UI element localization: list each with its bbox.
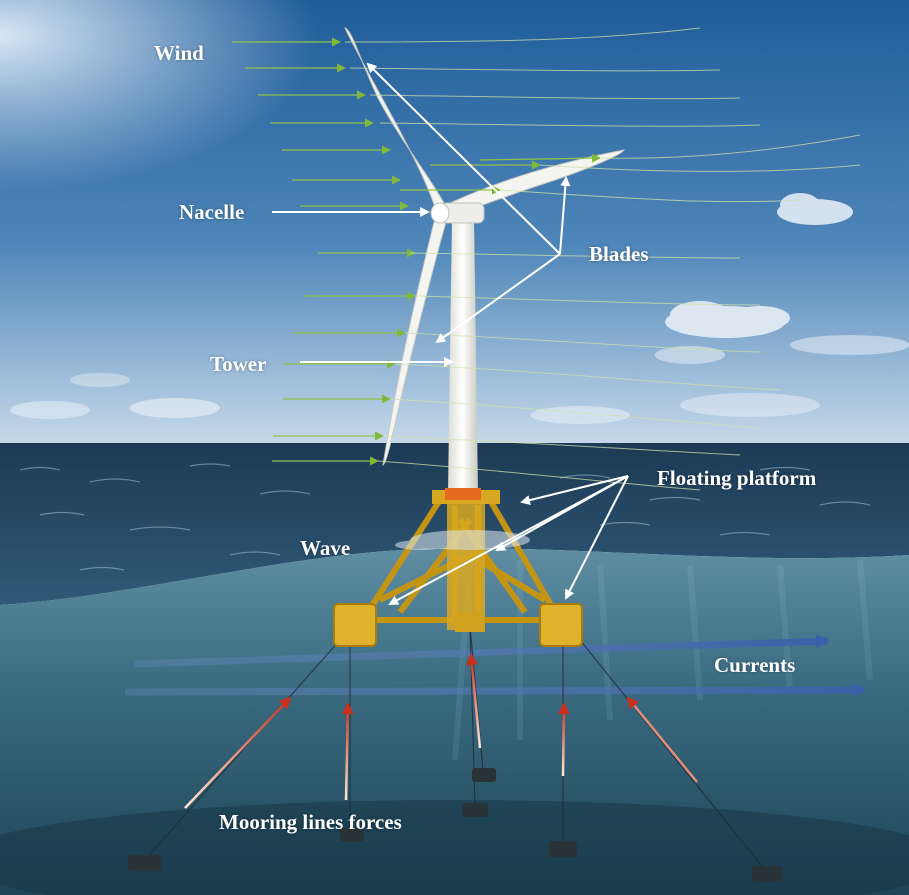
mooring-force-arrow	[341, 702, 354, 801]
hub	[430, 202, 450, 224]
current-arrow-2	[124, 683, 866, 698]
anchor	[549, 841, 577, 857]
pontoon-left	[333, 603, 377, 647]
wind-label: Wind	[154, 41, 204, 65]
platform-pointer-3	[565, 475, 629, 600]
platform-pointer-4	[495, 475, 629, 551]
wind-streamlines	[344, 27, 861, 491]
blades-pointer-3	[435, 253, 561, 344]
tower	[448, 218, 478, 493]
wave-crests	[19, 463, 871, 571]
clouds	[10, 193, 909, 424]
anchor	[128, 855, 162, 871]
currents-label: Currents	[714, 653, 796, 677]
mooring-lines-forces-label: Mooring lines forces	[219, 810, 402, 834]
nacelle-label: Nacelle	[179, 200, 245, 224]
platform-pointer-1	[520, 475, 629, 505]
mooring-force-arrow	[557, 702, 570, 777]
blade-down	[382, 221, 447, 466]
currents-arrows	[124, 634, 866, 698]
pointer-arrows	[272, 62, 629, 605]
blades-label: Blades	[589, 242, 649, 266]
anchor	[462, 803, 488, 817]
anchor	[340, 828, 364, 842]
anchor	[752, 866, 782, 882]
current-arrow-1	[134, 634, 830, 668]
blade-right	[447, 149, 626, 217]
anchor	[472, 768, 496, 782]
mooring-force-arrow	[465, 653, 482, 749]
wave-label: Wave	[300, 536, 351, 560]
mooring-force-arrow	[626, 696, 698, 783]
anchors	[128, 768, 782, 882]
wind-arrows	[232, 37, 601, 466]
mooring-force-arrow	[184, 696, 292, 809]
blades-pointer-1	[366, 62, 561, 255]
floating-platform-label: Floating platform	[657, 466, 817, 490]
rotor-blades	[344, 27, 626, 466]
pontoon-right	[539, 603, 583, 647]
tower-label: Tower	[210, 352, 267, 376]
tower-base	[445, 488, 481, 500]
seabed	[0, 800, 909, 895]
mooring-force-arrows	[184, 653, 698, 809]
blades-pointer-2	[559, 176, 571, 255]
